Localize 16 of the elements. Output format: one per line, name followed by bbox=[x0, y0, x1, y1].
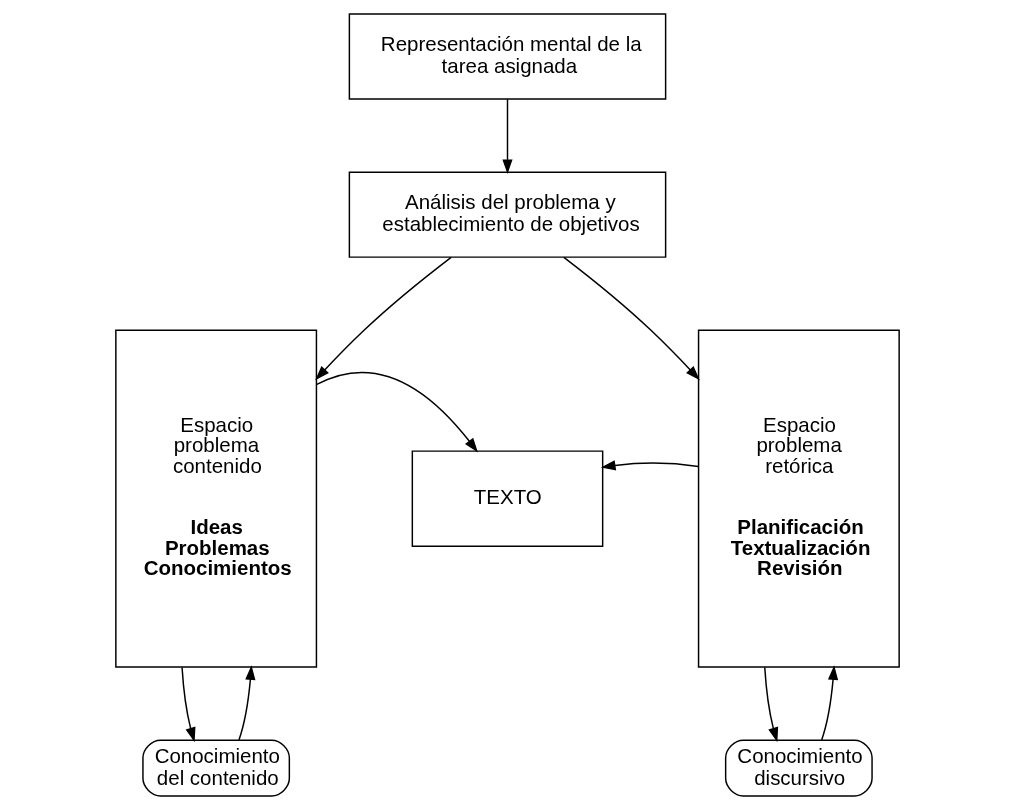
arrow bbox=[180, 666, 195, 743]
arrow bbox=[501, 98, 513, 175]
node-box: Análisis del problema y establecimiento de objetivos bbox=[348, 171, 666, 258]
arrow bbox=[315, 371, 478, 453]
node-box: Representación mental de la tarea asignada bbox=[348, 13, 666, 100]
arrow bbox=[763, 666, 778, 743]
node-box: Espacio problema contenido Ideas Problemas Conocimientos bbox=[114, 329, 317, 668]
node-box: Espacio problema retórica Planificación Textualización Revisión bbox=[697, 329, 900, 668]
arrow bbox=[314, 256, 452, 381]
arrow bbox=[237, 665, 255, 741]
node-box: Conocimiento discursivo bbox=[724, 739, 873, 797]
node-box: TEXTO bbox=[411, 450, 603, 547]
arrow bbox=[820, 665, 838, 741]
arrow bbox=[600, 460, 699, 471]
arrow bbox=[562, 256, 700, 381]
node-box: Conocimiento del contenido bbox=[141, 739, 290, 797]
